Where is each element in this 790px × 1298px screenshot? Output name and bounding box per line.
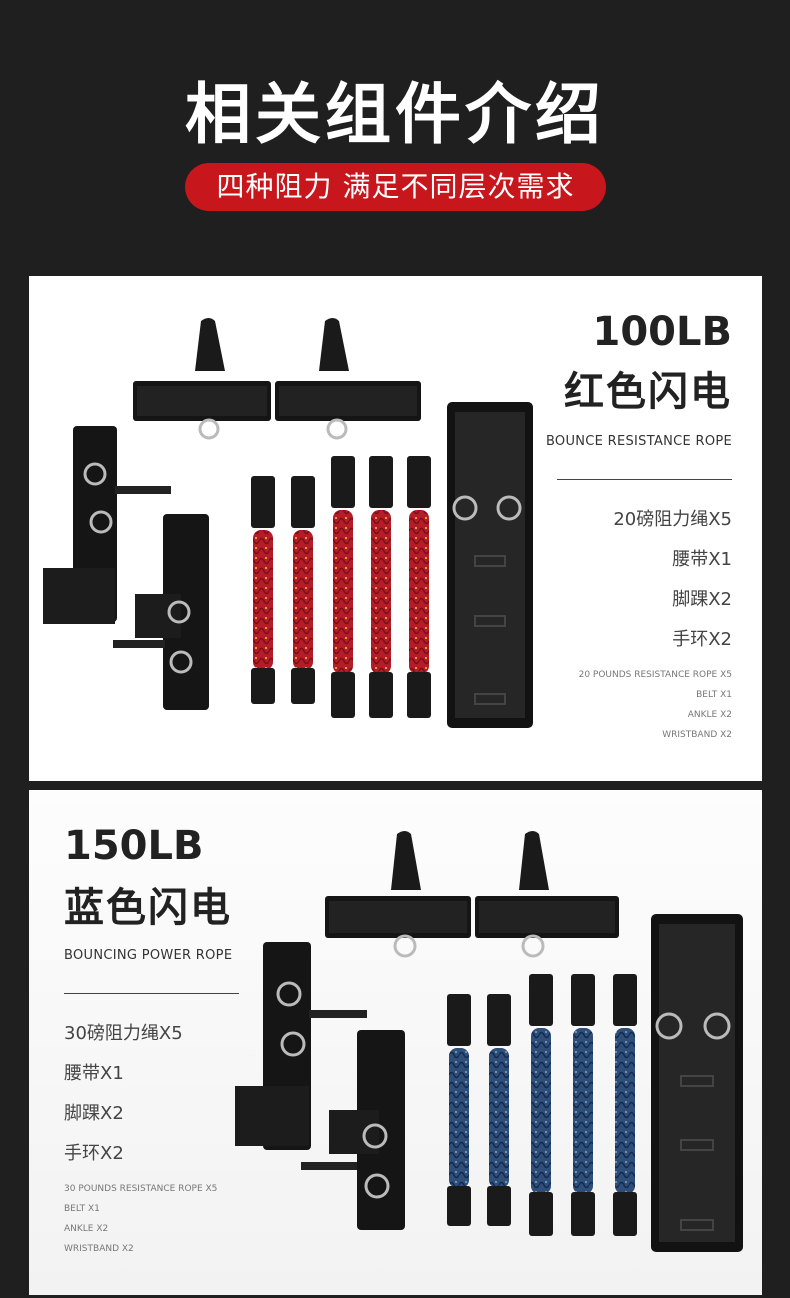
item-belt-en: BELT X1 xyxy=(696,690,732,700)
product-panel-blue: 150LB 蓝色闪电 BOUNCING POWER ROPE 30磅阻力绳X5 … xyxy=(29,790,762,1295)
product-english-name: BOUNCE RESISTANCE ROPE xyxy=(545,434,732,449)
item-ankle-en: ANKLE X2 xyxy=(687,710,732,720)
wristband-image xyxy=(325,831,619,958)
item-ankle-en: ANKLE X2 xyxy=(64,1224,109,1234)
item-belt: 腰带X1 xyxy=(64,1063,124,1084)
ankle-strap-image xyxy=(43,426,209,710)
product-panel-red: 100LB 红色闪电 BOUNCE RESISTANCE ROPE 20磅阻力绳… xyxy=(29,276,762,781)
product-weight: 150LB xyxy=(64,823,204,869)
item-wristband: 手环X2 xyxy=(672,629,732,650)
product-weight: 100LB xyxy=(592,309,732,355)
subtitle-badge: 四种阻力 满足不同层次需求 xyxy=(185,163,606,211)
belt-image xyxy=(651,914,743,1252)
product-name: 红色闪电 xyxy=(564,369,732,415)
item-rope: 20磅阻力绳X5 xyxy=(613,509,732,530)
page-title: 相关组件介绍 xyxy=(185,76,605,153)
item-ankle: 脚踝X2 xyxy=(64,1103,124,1124)
item-belt-en: BELT X1 xyxy=(64,1204,100,1214)
item-rope-en: 30 POUNDS RESISTANCE ROPE X5 xyxy=(64,1184,218,1194)
wristband-image xyxy=(133,318,421,440)
item-rope: 30磅阻力绳X5 xyxy=(64,1023,183,1044)
divider xyxy=(557,479,732,480)
item-rope-en: 20 POUNDS RESISTANCE ROPE X5 xyxy=(578,670,732,680)
resistance-ropes-blue xyxy=(447,974,637,1236)
belt-image xyxy=(447,402,533,728)
product-photo-red xyxy=(43,318,533,728)
ankle-strap-image xyxy=(235,942,405,1230)
product-name: 蓝色闪电 xyxy=(64,885,232,931)
item-wristband-en: WRISTBAND X2 xyxy=(662,730,732,740)
resistance-ropes-red xyxy=(251,456,431,718)
item-wristband-en: WRISTBAND X2 xyxy=(64,1244,134,1254)
product-photo-blue xyxy=(235,831,743,1252)
item-belt: 腰带X1 xyxy=(672,549,732,570)
divider xyxy=(64,993,239,994)
item-wristband: 手环X2 xyxy=(64,1143,124,1164)
product-english-name: BOUNCING POWER ROPE xyxy=(64,948,233,963)
item-ankle: 脚踝X2 xyxy=(672,589,732,610)
